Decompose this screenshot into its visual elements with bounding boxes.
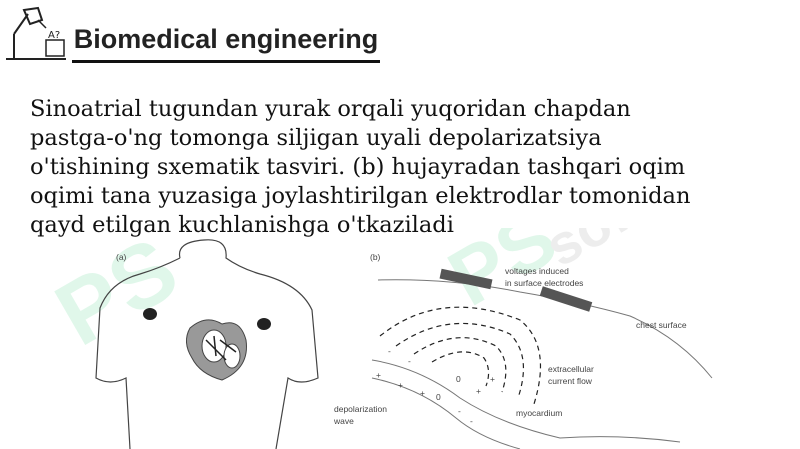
svg-text:-: -	[408, 356, 411, 366]
current-flow-arcs	[379, 306, 541, 405]
slide-body-text: Sinoatrial tugundan yurak orqali yuqorid…	[30, 96, 691, 238]
svg-text:PS: PS	[40, 228, 194, 365]
panel-a-label: (a)	[116, 252, 127, 262]
title-underline	[72, 60, 380, 63]
extracellular-label-line-2: current flow	[548, 376, 593, 386]
charge-signs: + + + - - + + - -	[376, 346, 495, 426]
ecg-figure: PS PS soft (a) (b) voltages induced in s…	[40, 228, 713, 449]
svg-text:+: +	[376, 370, 381, 380]
svg-text:+: +	[420, 388, 425, 398]
svg-text:-: -	[388, 346, 391, 356]
voltages-label-line-2: in surface electrodes	[505, 278, 583, 288]
desk-lamp-icon: A?	[6, 6, 66, 60]
zero-label-2: 0	[436, 392, 441, 402]
depolarization-label-line-2: wave	[333, 416, 354, 426]
svg-text:-: -	[458, 406, 461, 416]
surface-electrode-2-icon	[539, 286, 593, 312]
svg-text:+: +	[476, 386, 481, 396]
extracellular-label-line-1: extracellular	[548, 364, 594, 374]
electrode-right-icon	[257, 318, 271, 330]
svg-text:-: -	[470, 416, 473, 426]
panel-b-label: (b)	[370, 252, 381, 262]
voltages-label-line-1: voltages induced	[505, 266, 569, 276]
depolarization-label-line-1: depolarization	[334, 404, 387, 414]
svg-text:+: +	[398, 380, 403, 390]
page-title: Biomedical engineering	[73, 24, 379, 54]
tissue-boundary-1	[371, 359, 681, 443]
chest-surface-label: chest surface	[636, 320, 687, 330]
tissue-boundary-2	[371, 377, 521, 449]
surface-electrode-1-icon	[439, 268, 493, 290]
torso-outline	[95, 239, 319, 449]
svg-text:A?: A?	[48, 30, 60, 41]
myocardium-label: myocardium	[516, 408, 562, 418]
electrode-left-icon	[143, 308, 157, 320]
svg-text:+: +	[490, 374, 495, 384]
zero-label-1: 0	[456, 374, 461, 384]
heart-icon	[186, 319, 247, 381]
